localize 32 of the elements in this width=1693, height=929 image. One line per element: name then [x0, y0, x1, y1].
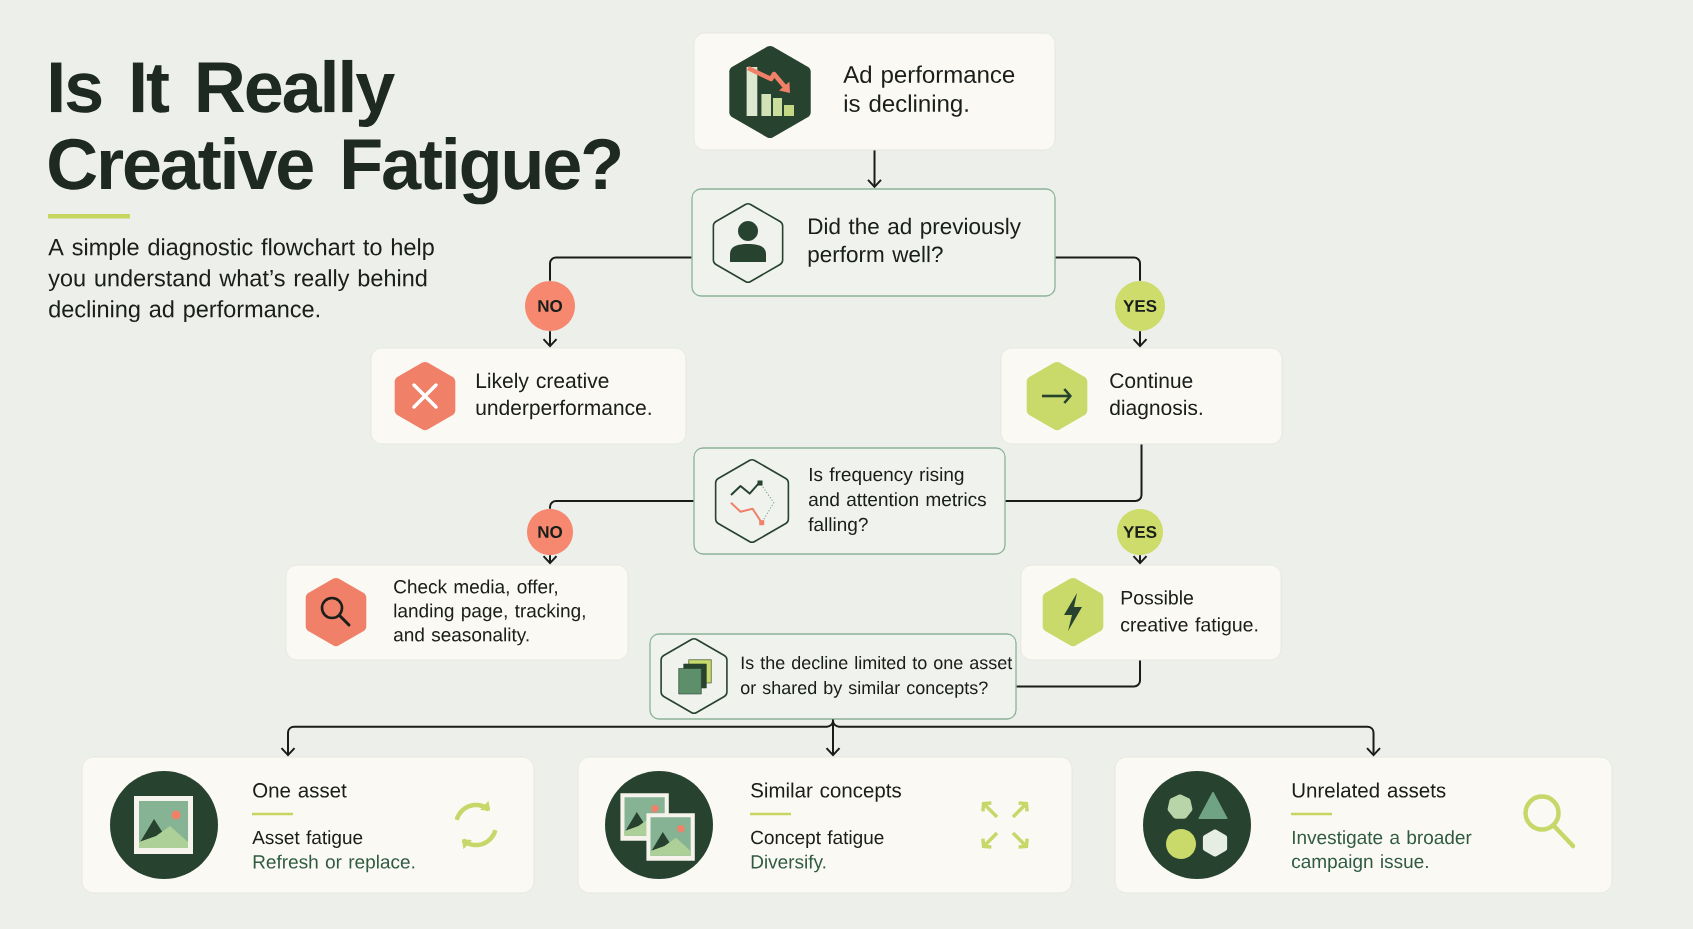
- decision-box: Is frequency rising and attention metrics falling?: [693, 447, 1006, 555]
- arrow: [1132, 330, 1148, 348]
- arrow: [542, 330, 558, 348]
- answer-badge: NO: [525, 281, 575, 331]
- result-card: [81, 756, 535, 894]
- answer-badge: YES: [1117, 509, 1163, 555]
- process-box: Ad performance is declining.: [693, 32, 1056, 151]
- process-box: Check media, offer, landing page, tracking, and seasonality.: [285, 564, 629, 661]
- answer-badge: NO: [527, 509, 573, 555]
- title: Is It Really Creative Fatigue?: [49, 59, 620, 205]
- result-card: [577, 756, 1073, 894]
- connector-line: [549, 500, 695, 510]
- card-heading: Unrelated assets: [1292, 782, 1446, 798]
- process-box: Continue diagnosis.: [1000, 347, 1283, 445]
- card-text: Asset fatigue: [252, 830, 363, 848]
- connector-line: [1004, 443, 1143, 502]
- arrow: [832, 718, 1381, 757]
- card-text: Refresh or replace.: [253, 854, 415, 873]
- process-box: Possible creative fatigue.: [1020, 564, 1282, 661]
- card-heading: Similar concepts: [751, 782, 901, 802]
- process-box: Likely creative underperformance.: [370, 347, 687, 445]
- result-card: [1114, 756, 1613, 894]
- card-text: Concept fatigue: [751, 830, 884, 848]
- answer-badge: YES: [1115, 281, 1165, 331]
- decision-box: Did the ad previously perform well?: [691, 188, 1056, 297]
- subtitle: A simple diagnostic flowchart to help you understand what’s really behind declining ad performance.: [48, 238, 434, 323]
- decision-box: Is the decline limited to one asset or shared by similar concepts?: [649, 633, 1017, 720]
- card-text: Diversify.: [751, 854, 826, 873]
- card-text: Investigate a broader campaign issue.: [1292, 830, 1472, 872]
- connector-line: [1015, 659, 1141, 688]
- card-heading: One asset: [253, 783, 347, 798]
- arrow: [867, 149, 882, 189]
